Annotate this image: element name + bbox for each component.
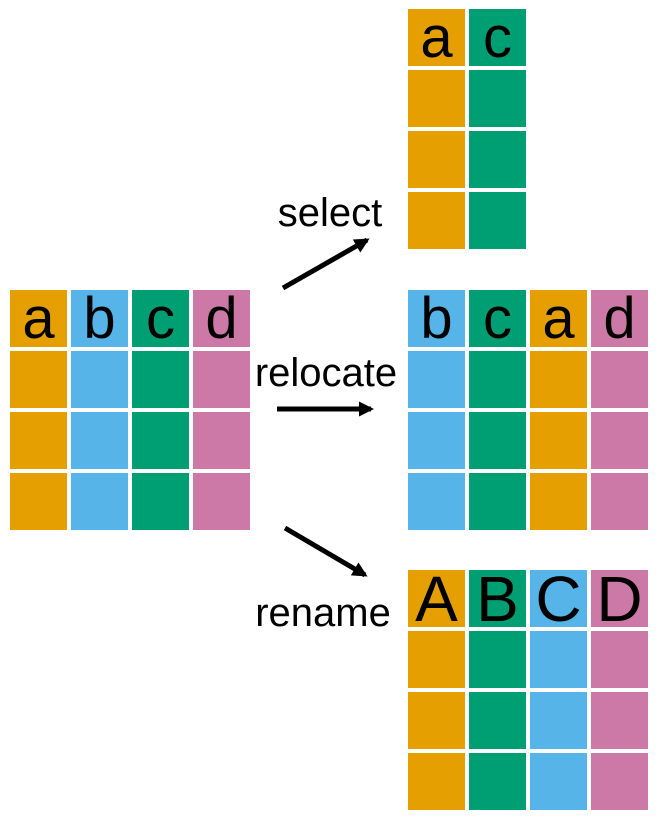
table-cell: [193, 412, 250, 469]
table-cell: [469, 70, 526, 127]
column-header-a: a: [408, 8, 465, 66]
column-header-a: a: [10, 289, 67, 347]
table-cell: [469, 692, 526, 749]
table-cell: [469, 351, 526, 408]
column-header-c: c: [469, 289, 526, 347]
table-cell: [408, 631, 465, 688]
table-cell: [469, 192, 526, 249]
rename-result-table: A B C D: [408, 567, 648, 810]
table-cell: [10, 473, 67, 530]
column-header-a: a: [530, 289, 587, 347]
column-header-A: A: [408, 567, 465, 631]
table-cell: [10, 351, 67, 408]
table-cell: [408, 70, 465, 127]
table-cell: [530, 473, 587, 530]
table-cell: [591, 753, 648, 810]
table-cell: [408, 192, 465, 249]
column-header-B: B: [469, 567, 526, 631]
table-cell: [71, 351, 128, 408]
table-cell: [408, 753, 465, 810]
table-cell: [469, 631, 526, 688]
table-cell: [71, 473, 128, 530]
table-cell: [530, 692, 587, 749]
table-cell: [132, 412, 189, 469]
column-header-b: b: [71, 289, 128, 347]
table-cell: [408, 351, 465, 408]
table-cell: [132, 473, 189, 530]
column-header-D: D: [591, 567, 648, 631]
rename-label: rename: [255, 591, 391, 635]
select-arrow-icon: [281, 237, 370, 291]
original-table: a b c d: [10, 289, 250, 530]
rename-arrow-icon: [283, 525, 368, 578]
table-cell: [469, 412, 526, 469]
table-cell: [193, 351, 250, 408]
table-cell: [591, 351, 648, 408]
select-label: select: [277, 191, 383, 235]
table-cell: [469, 473, 526, 530]
column-header-b: b: [408, 289, 465, 347]
table-cell: [469, 131, 526, 188]
table-cell: [591, 412, 648, 469]
column-header-c: c: [132, 289, 189, 347]
table-cell: [408, 692, 465, 749]
table-cell: [132, 351, 189, 408]
table-cell: [530, 753, 587, 810]
relocate-label: relocate: [254, 351, 398, 395]
column-header-d: d: [193, 289, 250, 347]
table-cell: [408, 412, 465, 469]
table-cell: [469, 753, 526, 810]
column-header-d: d: [591, 289, 648, 347]
table-cell: [193, 473, 250, 530]
table-cell: [408, 131, 465, 188]
column-header-c: c: [469, 8, 526, 66]
table-cell: [591, 692, 648, 749]
table-cell: [591, 473, 648, 530]
relocate-result-table: b c a d: [408, 289, 648, 530]
column-header-C: C: [530, 567, 587, 631]
table-cell: [71, 412, 128, 469]
table-cell: [591, 631, 648, 688]
table-cell: [530, 631, 587, 688]
table-cell: [530, 351, 587, 408]
table-cell: [408, 473, 465, 530]
select-result-table: a c: [408, 8, 526, 249]
table-cell: [10, 412, 67, 469]
table-cell: [530, 412, 587, 469]
